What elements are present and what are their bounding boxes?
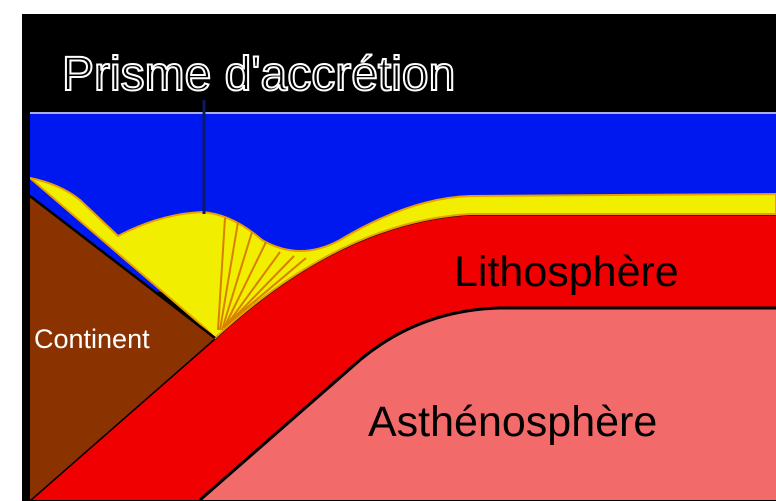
continent-label: Continent	[34, 324, 150, 354]
frame-left-edge	[22, 14, 30, 501]
diagram-title: Prisme d'accrétion	[62, 48, 455, 101]
asthenosphere-label: Asthénosphère	[368, 398, 657, 446]
lithosphere-label: Lithosphère	[454, 248, 679, 296]
